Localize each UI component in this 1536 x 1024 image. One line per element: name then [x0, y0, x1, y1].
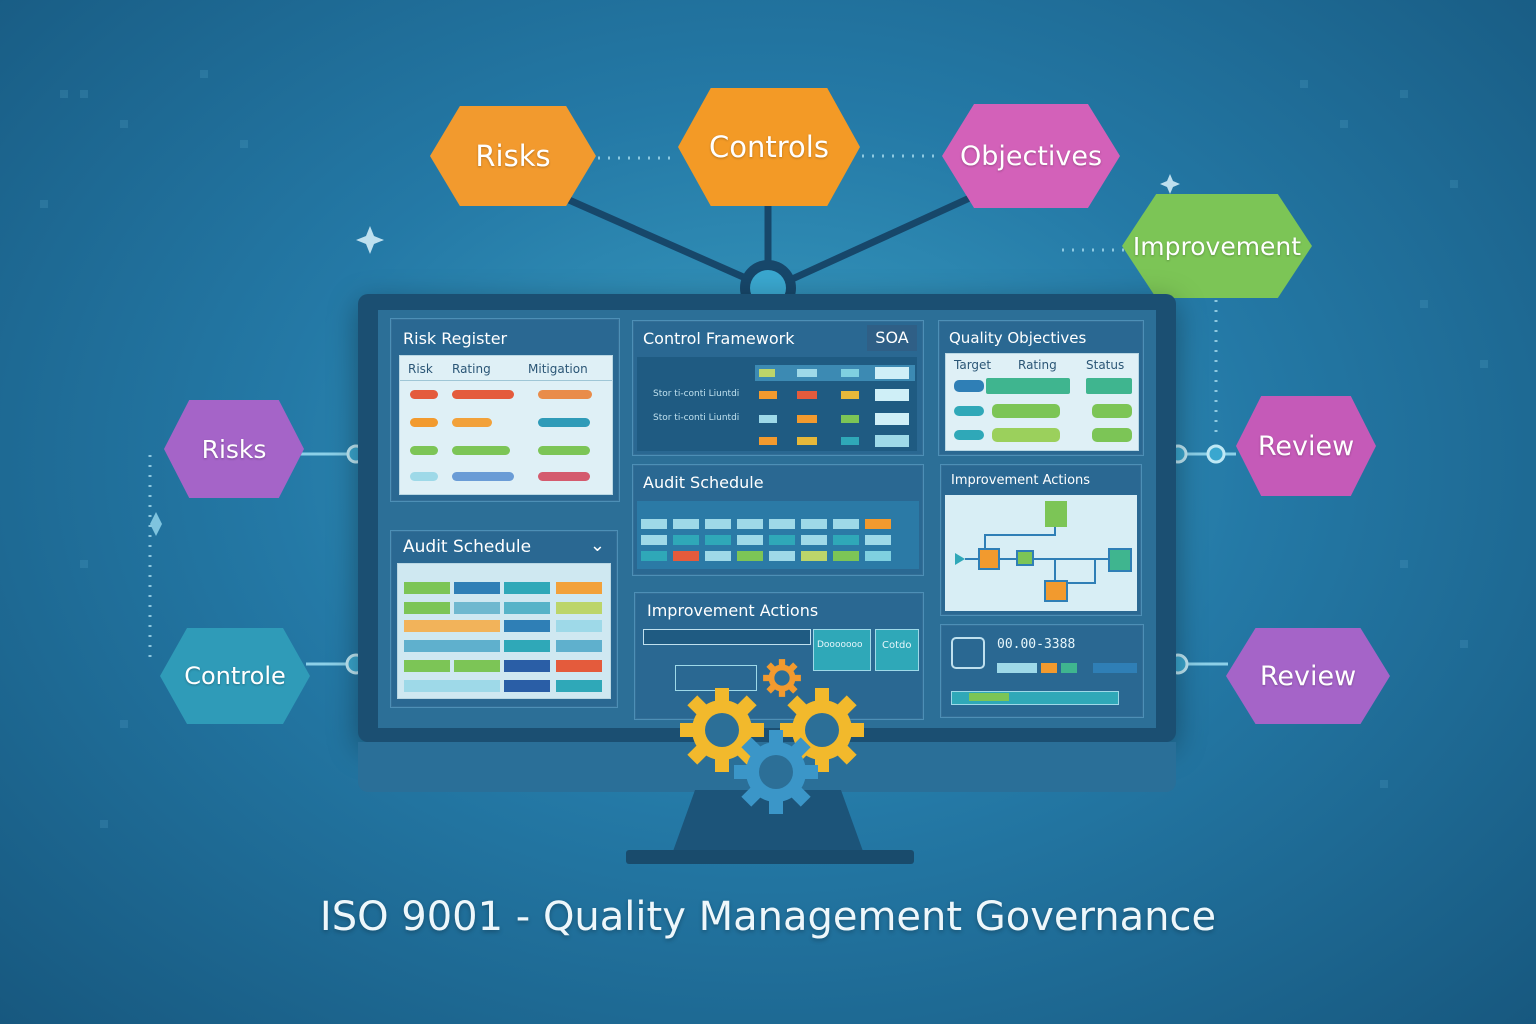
- panel-title: Control Framework: [643, 329, 795, 348]
- panel-title: Improvement Actions: [647, 601, 819, 620]
- panel-title: Quality Objectives: [949, 329, 1087, 347]
- col-header-rating: Rating: [452, 362, 491, 376]
- location-pin-icon: [951, 637, 985, 669]
- node-label: Controls: [709, 130, 829, 164]
- status-panel: 00.00-3388: [940, 624, 1144, 718]
- node-review-right-1: Review: [1236, 396, 1376, 496]
- audit-grid: [397, 563, 611, 699]
- control-framework-panel: Control Framework SOA Stor ti-conti Liun…: [632, 320, 924, 456]
- col-header-mitigation: Mitigation: [528, 362, 588, 376]
- col-header-rating: Rating: [1018, 358, 1057, 372]
- improvement-actions-right-panel: Improvement Actions: [940, 464, 1142, 616]
- objectives-table: Target Rating Status: [945, 353, 1139, 451]
- node-label: Risks: [201, 434, 267, 464]
- readout: 00.00-3388: [997, 637, 1076, 652]
- panel-title: Risk Register: [403, 329, 508, 348]
- node-risks-left: Risks: [164, 400, 304, 498]
- button-label: Cotdo: [882, 640, 912, 651]
- node-controle-left: Controle: [160, 628, 310, 724]
- panel-title: Audit Schedule: [643, 473, 764, 492]
- chevron-down-icon[interactable]: ⌄: [589, 535, 605, 556]
- row-label: Stor ti-conti Liuntdi: [653, 389, 740, 399]
- node-label: Review: [1257, 430, 1355, 462]
- risk-table: Risk Rating Mitigation: [399, 355, 613, 495]
- col-header-risk: Risk: [408, 362, 433, 376]
- node-label: Controle: [184, 662, 286, 690]
- panel-title: Improvement Actions: [951, 473, 1091, 488]
- action-button-2[interactable]: Cotdo: [875, 629, 919, 671]
- node-label: Improvement: [1132, 231, 1302, 261]
- risk-register-panel: Risk Register Risk Rating Mitigation: [390, 318, 620, 502]
- audit-schedule-mid-panel: Audit Schedule: [632, 464, 924, 576]
- node-label: Objectives: [959, 140, 1103, 172]
- row-label: Stor ti-conti Liuntdi: [653, 413, 740, 423]
- node-label: Risks: [475, 139, 551, 173]
- node-review-right-2: Review: [1226, 628, 1390, 724]
- button-label: Dooooooo: [817, 640, 863, 650]
- page-title: ISO 9001 - Quality Management Governance: [319, 894, 1217, 940]
- action-button-1[interactable]: Dooooooo: [813, 629, 871, 671]
- node-label: Review: [1259, 660, 1357, 692]
- col-header-status: Status: [1086, 358, 1125, 372]
- panel-title: Audit Schedule: [403, 537, 532, 557]
- node-risks-top: Risks: [430, 106, 596, 206]
- soa-tab[interactable]: SOA: [867, 325, 917, 351]
- node-controls-top: Controls: [678, 88, 860, 206]
- col-header-target: Target: [954, 358, 992, 372]
- quality-objectives-panel: Quality Objectives Target Rating Status: [938, 320, 1144, 456]
- node-objectives-top: Objectives: [942, 104, 1120, 208]
- audit-schedule-left-panel: Audit Schedule ⌄: [390, 530, 618, 708]
- process-flow-diagram: [945, 495, 1137, 611]
- monitor-base: [626, 850, 914, 864]
- improvement-actions-mid-panel: Improvement Actions Dooooooo Cotdo: [634, 592, 924, 720]
- node-improvement: Improvement: [1122, 194, 1312, 298]
